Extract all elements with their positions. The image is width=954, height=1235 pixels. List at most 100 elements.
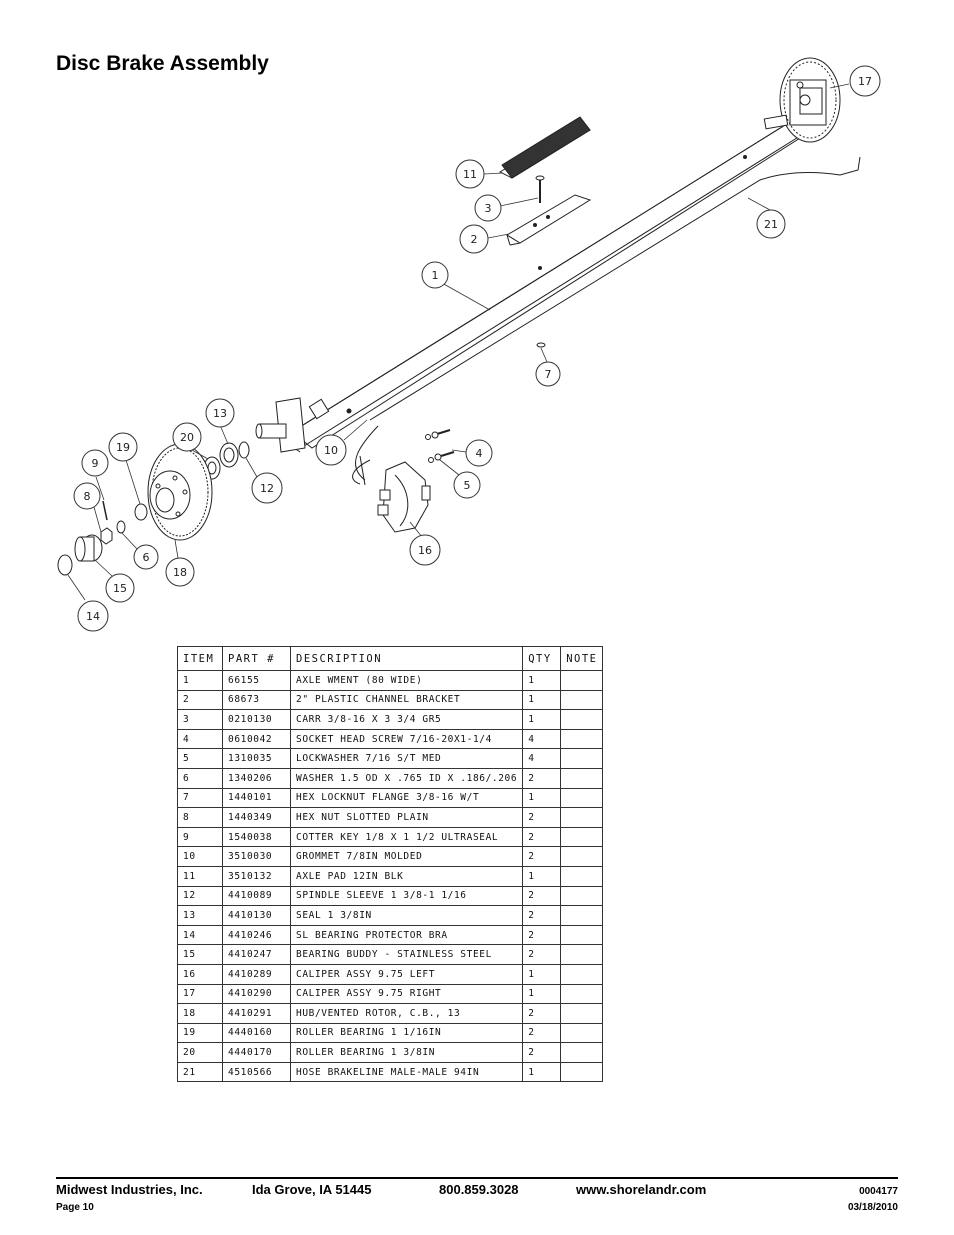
cell-note	[560, 1022, 604, 1044]
cell-note	[560, 670, 604, 691]
cell-item: 4	[177, 728, 223, 750]
cell-part: 1310035	[222, 748, 291, 769]
footer-website[interactable]: www.shorelandr.com	[576, 1182, 707, 1197]
cell-qty: 1	[522, 709, 562, 730]
svg-text:13: 13	[213, 407, 227, 420]
right-rotor-assembly	[763, 57, 841, 143]
cell-item: 19	[177, 1022, 223, 1044]
cell-item: 7	[177, 787, 223, 809]
svg-text:4: 4	[476, 447, 483, 460]
cell-item: 2	[177, 689, 223, 711]
svg-text:18: 18	[173, 566, 187, 579]
cell-item: 6	[177, 767, 223, 789]
cell-note	[560, 885, 604, 907]
cell-item: 15	[177, 944, 223, 965]
footer-date: 03/18/2010	[847, 1202, 898, 1213]
cell-item: 5	[177, 748, 223, 769]
cell-qty: 2	[522, 944, 562, 965]
svg-text:8: 8	[84, 490, 91, 503]
cell-qty: 4	[522, 748, 562, 769]
cell-note	[560, 689, 604, 711]
svg-text:5: 5	[464, 479, 471, 492]
cell-note	[560, 1003, 604, 1024]
footer-divider	[56, 1177, 898, 1179]
cell-part: 1440101	[222, 787, 291, 809]
callouts: 17 11 3 2 21 1 7 13 20 19 9 10 4 5 12 8 …	[73, 65, 881, 632]
cell-note	[560, 728, 604, 750]
callout-11: 11	[455, 159, 485, 189]
cell-description: BEARING BUDDY - STAINLESS STEEL	[289, 944, 524, 965]
cell-note	[560, 767, 604, 789]
cell-part: 1340206	[222, 767, 291, 789]
cell-description: HEX NUT SLOTTED PLAIN	[289, 807, 524, 828]
cell-description: HUB/VENTED ROTOR, C.B., 13	[289, 1003, 524, 1024]
cell-item: 14	[177, 924, 223, 946]
callout-1: 1	[421, 261, 449, 289]
page-title: Disc Brake Assembly	[56, 52, 269, 75]
cell-note	[560, 1042, 604, 1063]
footer-phone: 800.859.3028	[439, 1182, 519, 1197]
cell-part: 1540038	[222, 826, 291, 848]
cell-qty: 1	[522, 1061, 562, 1083]
cell-part: 4410246	[222, 924, 291, 946]
cell-description: AXLE PAD 12IN BLK	[289, 865, 524, 887]
svg-text:6: 6	[143, 551, 150, 564]
cell-description: GROMMET 7/8IN MOLDED	[289, 846, 524, 867]
cell-qty: 1	[522, 983, 562, 1005]
callout-19: 19	[108, 432, 138, 462]
cell-description: HOSE BRAKELINE MALE-MALE 94IN	[289, 1061, 524, 1083]
callout-14: 14	[77, 600, 109, 632]
table-header-row: ITEM PART # DESCRIPTION QTY NOTE	[177, 646, 604, 671]
cell-part: 0610042	[222, 728, 291, 750]
cell-note	[560, 1061, 604, 1083]
carriage-bolt	[535, 175, 545, 203]
footer-city: Ida Grove, IA 51445	[252, 1182, 372, 1197]
cell-description: AXLE WMENT (80 WIDE)	[289, 670, 524, 691]
cell-description: LOCKWASHER 7/16 S/T MED	[289, 748, 524, 769]
callout-3: 3	[474, 194, 502, 222]
cell-part: 4510566	[222, 1061, 291, 1083]
col-qty: QTY	[522, 646, 562, 671]
callout-18: 18	[165, 557, 195, 587]
cell-item: 11	[177, 865, 223, 887]
callout-5: 5	[453, 471, 481, 499]
spindle-sleeve	[238, 441, 250, 459]
callout-7: 7	[535, 361, 561, 387]
cell-description: CALIPER ASSY 9.75 RIGHT	[289, 983, 524, 1005]
cell-part: 3510030	[222, 846, 291, 867]
footer-doc-number: 0004177	[859, 1186, 898, 1197]
cell-description: CARR 3/8-16 X 3 3/4 GR5	[289, 709, 524, 730]
cell-description: SOCKET HEAD SCREW 7/16-20X1-1/4	[289, 728, 524, 750]
cell-item: 12	[177, 885, 223, 907]
callout-13: 13	[205, 398, 235, 428]
cell-description: 2" PLASTIC CHANNEL BRACKET	[289, 689, 524, 711]
cell-qty: 2	[522, 826, 562, 848]
cell-part: 4410089	[222, 885, 291, 907]
cell-item: 21	[177, 1061, 223, 1083]
cell-qty: 4	[522, 728, 562, 750]
svg-text:17: 17	[858, 75, 872, 88]
cell-part: 68673	[222, 689, 291, 711]
socket-screws	[425, 429, 455, 463]
cell-qty: 1	[522, 670, 562, 691]
callout-16: 16	[409, 534, 441, 566]
cell-note	[560, 924, 604, 946]
col-description: DESCRIPTION	[289, 646, 524, 671]
bearing-protector	[57, 554, 73, 576]
cell-description: SL BEARING PROTECTOR BRA	[289, 924, 524, 946]
cell-item: 1	[177, 670, 223, 691]
exploded-diagram: 17 11 3 2 21 1 7 13 20 19 9 10 4 5 12 8 …	[57, 57, 881, 632]
cell-part: 4440160	[222, 1022, 291, 1044]
cell-note	[560, 944, 604, 965]
